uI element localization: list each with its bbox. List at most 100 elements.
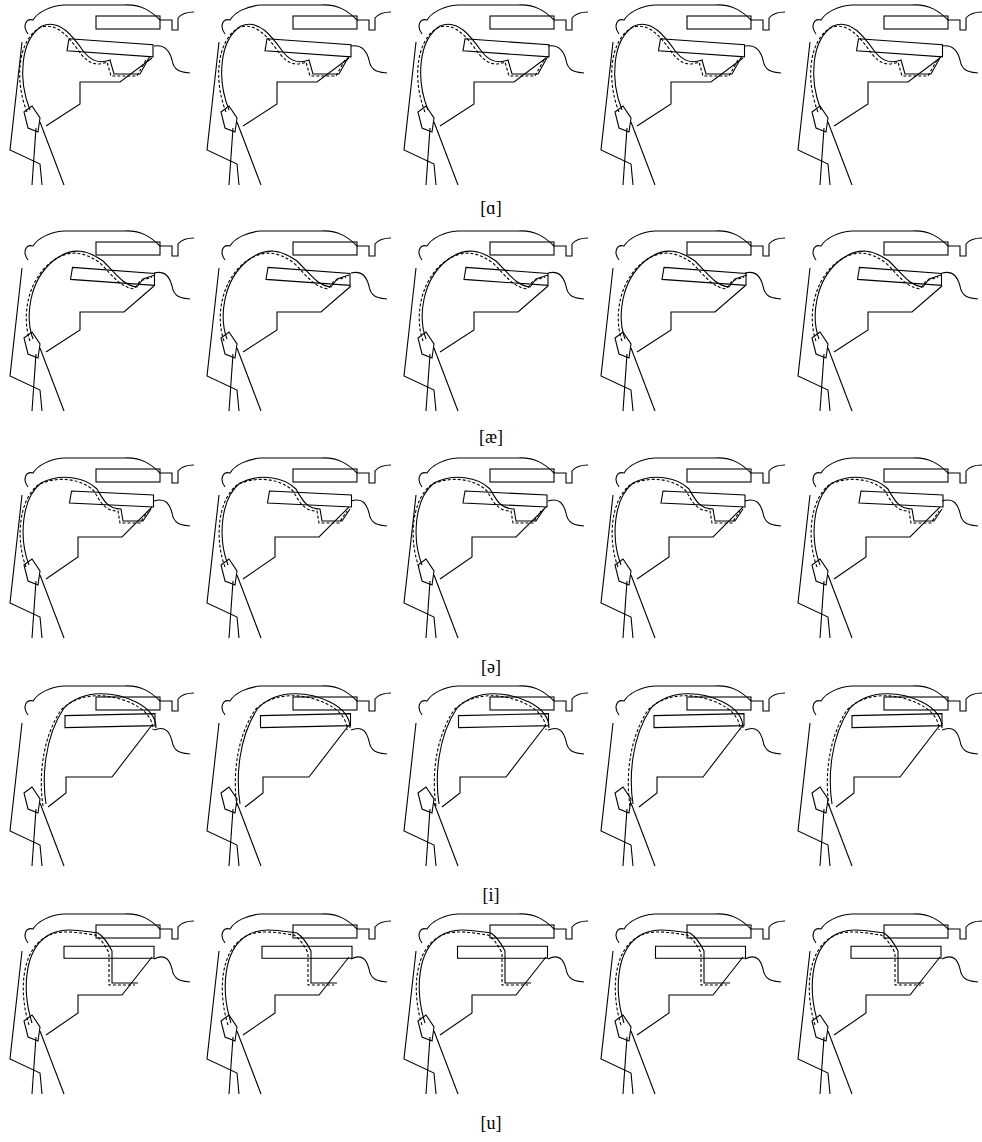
trachea-line	[631, 1031, 655, 1094]
lower-lip	[154, 500, 190, 526]
lower-jaw-block	[65, 714, 155, 728]
lower-jaw-block	[857, 39, 943, 57]
lower-lip	[351, 957, 387, 982]
jaw-outline	[243, 507, 349, 579]
upper-jaw-block	[490, 16, 554, 29]
lower-lip	[154, 272, 190, 299]
vowel-label: [u]	[481, 1113, 502, 1134]
trachea-line	[631, 803, 655, 866]
upper-jaw-block	[687, 925, 751, 938]
trachea-line	[820, 128, 824, 185]
larynx	[221, 559, 237, 585]
trachea-line	[623, 354, 627, 411]
lower-jaw-block	[268, 491, 352, 507]
palate-outline	[616, 231, 785, 260]
trachea-line	[434, 348, 458, 411]
pharynx-wall	[207, 723, 239, 866]
palate-outline	[813, 914, 982, 943]
palate-outline	[419, 458, 588, 487]
tongue-contour-reference	[434, 696, 546, 806]
vocal-tract-panel	[798, 686, 982, 866]
lower-jaw-block	[261, 714, 351, 728]
larynx	[24, 787, 40, 813]
trachea-line	[32, 128, 36, 185]
jaw-outline	[637, 507, 743, 579]
trachea-line	[828, 122, 852, 185]
vocal-tract-panel	[601, 686, 785, 866]
tongue-contour	[238, 694, 350, 804]
pharynx-wall	[207, 951, 239, 1094]
jaw-outline	[243, 58, 349, 126]
upper-jaw-block	[884, 925, 948, 938]
trachea-line	[32, 581, 36, 638]
upper-jaw-block	[687, 16, 751, 29]
vocal-tract-panel	[207, 5, 391, 185]
tongue-contour-reference	[23, 932, 135, 1025]
larynx	[812, 787, 828, 813]
trachea-line	[631, 122, 655, 185]
jaw-outline	[834, 286, 942, 352]
palate-outline	[25, 458, 194, 487]
vocal-tract-panel	[10, 458, 194, 638]
trachea-line	[434, 575, 458, 638]
trachea-line	[828, 803, 852, 866]
jaw-outline	[46, 507, 152, 579]
lower-lip	[548, 46, 584, 73]
vowel-label: [ɑ]	[480, 198, 501, 219]
trachea-line	[820, 809, 824, 866]
jaw-outline	[834, 58, 940, 126]
vocal-tract-panel	[404, 5, 588, 185]
vocal-tract-panel	[404, 458, 588, 638]
lower-lip	[942, 957, 978, 982]
vocal-tract-panel	[798, 5, 982, 185]
tongue-contour-reference	[612, 26, 739, 112]
trachea-line	[828, 1031, 852, 1094]
tongue-contour	[618, 930, 730, 1023]
upper-jaw-block	[96, 16, 160, 29]
vocal-tract-panel	[10, 5, 194, 185]
larynx	[812, 559, 828, 585]
upper-jaw-block	[884, 242, 948, 255]
upper-jaw-block	[490, 242, 554, 255]
jaw-outline	[834, 957, 940, 1035]
palate-outline	[419, 686, 588, 715]
lower-lip	[351, 46, 387, 73]
pharynx-wall	[207, 42, 239, 185]
trachea-line	[820, 354, 824, 411]
jaw-outline	[637, 58, 743, 126]
tongue-contour	[631, 694, 743, 804]
palate-outline	[813, 686, 982, 715]
vocal-tract-panel	[601, 458, 785, 638]
larynx	[418, 332, 434, 358]
upper-jaw-block	[293, 16, 357, 29]
upper-jaw-block	[884, 16, 948, 29]
trachea-line	[820, 581, 824, 638]
tongue-contour-reference	[419, 253, 545, 341]
lower-jaw-block	[67, 39, 153, 57]
lower-lip	[745, 728, 781, 754]
trachea-line	[32, 1037, 36, 1094]
larynx	[615, 106, 631, 132]
lower-lip	[745, 46, 781, 73]
upper-jaw-block	[293, 469, 357, 482]
palate-outline	[25, 686, 194, 715]
vocal-tract-panel	[798, 914, 982, 1094]
tongue-contour	[222, 477, 350, 565]
trachea-line	[237, 1031, 261, 1094]
lower-lip	[942, 500, 978, 526]
tongue-contour-reference	[413, 479, 541, 567]
lower-jaw-block	[266, 267, 350, 285]
pharynx-wall	[798, 268, 830, 411]
pharynx-wall	[798, 495, 830, 638]
trachea-line	[623, 809, 627, 866]
vocal-tract-panel	[404, 231, 588, 411]
trachea-line	[40, 122, 64, 185]
tongue-contour-reference	[41, 696, 153, 806]
tongue-contour	[222, 24, 349, 110]
tongue-contour-reference	[618, 253, 744, 341]
jaw-outline	[243, 957, 349, 1035]
trachea-line	[237, 122, 261, 185]
tongue-contour-reference	[811, 479, 939, 567]
vocal-tract-panel	[601, 914, 785, 1094]
